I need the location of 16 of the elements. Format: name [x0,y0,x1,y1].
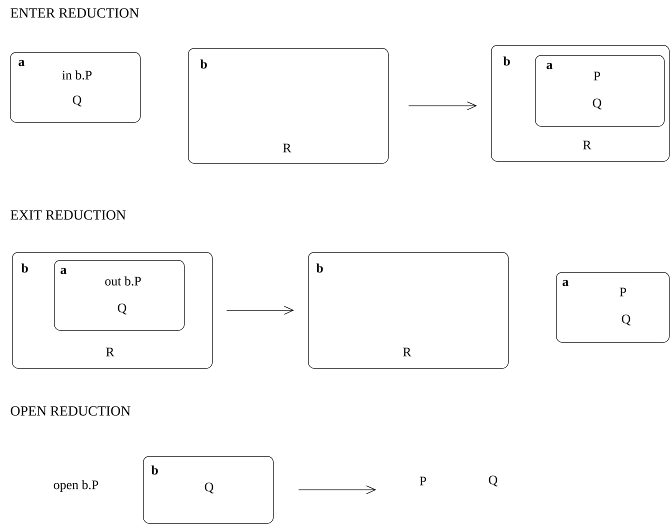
term-text: Q [488,476,498,486]
term-text: P [420,476,426,486]
rounded-box: a P Q [535,55,665,127]
rounded-box: b Q [143,456,274,524]
arrow [298,486,376,494]
arrow [408,102,477,110]
term-text: open b.P [54,480,98,492]
rounded-box: b R [188,48,389,164]
section-heading: ENTER REDUCTION [10,8,139,18]
rounded-box: a P Q [556,272,670,343]
arrow [226,306,294,315]
rounded-box: a in b.P Q [10,52,141,123]
rounded-box: a out b.P Q [54,260,185,331]
section-heading: OPEN REDUCTION [10,406,130,416]
section-heading: EXIT REDUCTION [10,210,126,220]
rounded-box: b R [308,252,509,369]
